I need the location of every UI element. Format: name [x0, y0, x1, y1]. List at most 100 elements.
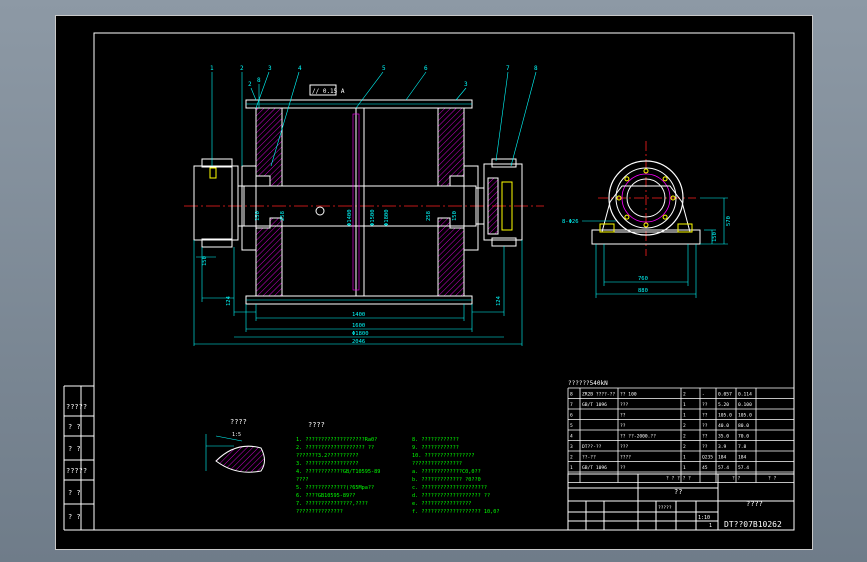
right-hub — [437, 107, 479, 297]
drawing-sheet: ????? ? ? ? ? ????? ? ? ? ? — [55, 15, 813, 550]
bom-cell: 184 — [718, 455, 727, 461]
scale: 1:10 — [698, 515, 710, 521]
bom-cell: ??? — [620, 402, 629, 408]
dim-d3-center: Φ1400 — [347, 209, 353, 226]
callout-9: 2 — [248, 81, 252, 88]
bom-cell: 45 — [702, 465, 708, 471]
bolt-hole — [662, 214, 668, 220]
bolt-hole — [662, 176, 668, 182]
callout-2: 2 — [240, 65, 244, 72]
bom-cell: 0.100 — [738, 402, 752, 408]
bolt-label: 8-Φ26 — [562, 219, 579, 225]
callout-leaders — [211, 71, 537, 167]
left-label-0: ????? — [66, 403, 87, 411]
dim-150-left: 150 — [202, 256, 208, 266]
left-hub — [241, 107, 283, 297]
callout-8: 8 — [534, 65, 538, 72]
bom-footer: ? ? — [768, 476, 777, 482]
note-left-line: 1. ???????????????????Ra0? — [296, 437, 377, 443]
dim-124-right: 124 — [496, 295, 502, 306]
note-right-line: d. ??????????????????? ?? — [412, 493, 490, 499]
dimension-lines — [193, 240, 523, 346]
tolerance-frame — [309, 84, 337, 96]
right-bearing — [475, 158, 523, 247]
side-view: 8-Φ26 760 880 570 150 — [562, 141, 732, 298]
bom-cell: 35.0 — [718, 434, 729, 440]
bom-cell: 2 — [683, 444, 686, 450]
bom-cell: ?? — [620, 465, 626, 471]
weight-label: ????? — [658, 505, 672, 511]
bom-cell: 2 — [683, 423, 686, 429]
detail-view: ???? 1:5 — [205, 418, 265, 473]
bolt-hole — [643, 168, 649, 174]
left-bearing — [193, 158, 245, 248]
bom-cell: 3.9 — [718, 444, 727, 450]
note-left-line: ???? — [296, 477, 309, 483]
bom-cell: 0.114 — [738, 392, 752, 398]
bom-cell: 70.0 — [738, 434, 749, 440]
bom-cell: 57.4 — [738, 465, 749, 471]
callout-5: 5 — [382, 65, 386, 72]
left-label-5: ? ? — [68, 513, 81, 521]
front-view: 1 2 3 4 5 6 7 8 2 3 8 // 0.15 A 150 — [184, 65, 544, 346]
bom-cell: 7 — [570, 402, 573, 408]
dim-d5-center: Φ1800 — [384, 209, 390, 226]
dim-1400: 1400 — [352, 312, 365, 318]
bom-cell: ?? — [702, 434, 708, 440]
bolt-hole — [624, 214, 630, 220]
side-dim-880: 880 — [638, 288, 648, 294]
dim-124-left: 124 — [226, 295, 232, 306]
note-right-line: e. ???????????????? — [412, 501, 471, 507]
detail-title: ???? — [230, 418, 247, 426]
callout-3: 3 — [268, 65, 272, 72]
drawing-frame — [93, 32, 795, 531]
note-left-line: 7. ???????????????,???? — [296, 501, 368, 507]
bolt-hole — [616, 195, 622, 201]
bom-cell: 2 — [683, 434, 686, 440]
note-right-line: c. ????????????????????? — [412, 485, 487, 491]
bom-cell: 1 — [683, 413, 686, 419]
technical-notes: ???? 1. ???????????????????Ra0? 2. ??????… — [296, 421, 499, 515]
bom-cell: GB/T 1096 — [582, 465, 607, 471]
bom-cell: 5 — [570, 423, 573, 429]
dim-d1-left: 150 — [255, 211, 261, 221]
left-label-1: ? ? — [68, 423, 81, 431]
left-column: ????? ? ? ? ? ????? ? ? ? ? — [63, 385, 94, 531]
detail-mark: 1:5 — [232, 432, 241, 438]
callout-4: 4 — [298, 65, 302, 72]
bom-cell: ?? — [702, 444, 708, 450]
bom-cell: ??? — [620, 444, 629, 450]
bom-cell: 105.0 — [738, 413, 752, 419]
left-label-3: ????? — [66, 467, 87, 475]
bom-cell: 7.8 — [738, 444, 747, 450]
title-name: ?? — [674, 488, 682, 496]
bom-cell: - — [702, 393, 705, 398]
bom-cell: 6 — [570, 413, 573, 419]
side-dim-570: 570 — [726, 216, 732, 226]
note-left-line: 3. ????????????????? — [296, 461, 358, 467]
callout-6: 6 — [424, 65, 428, 72]
note-left-line: 2. ??????????????????? ?? — [296, 445, 374, 451]
bom-cell: ?? — [702, 413, 708, 419]
bom-footer: ? ? ? ? ? — [666, 476, 691, 482]
bom-cell: 57.4 — [718, 465, 729, 471]
bolt-hole — [643, 222, 649, 228]
bom-cell: 2 — [683, 392, 686, 398]
note-right-line: a. ?????????????C0,0?? — [412, 469, 481, 475]
bom-cell: ?? ??-2000.?? — [620, 434, 656, 440]
note-right-line: ???????????????? — [412, 461, 462, 467]
callout-7: 7 — [506, 65, 510, 72]
dim-d6-right: 258 — [426, 211, 432, 221]
dim-d7-right: 150 — [452, 211, 458, 221]
bom-cell: 4 — [570, 434, 573, 440]
side-dim-150: 150 — [712, 232, 718, 242]
note-right-line: b. ????????????? ?0??0 — [412, 477, 481, 483]
bom-cell: 2 — [570, 455, 573, 461]
bom-cell: 40.0 — [718, 423, 729, 429]
bom-cell: 1 — [683, 455, 686, 461]
note-right-line: f. ??????????????????? 10,0? — [412, 509, 499, 515]
bom-cell: 0.057 — [718, 392, 732, 398]
dim-d4-center: Φ1500 — [370, 209, 376, 226]
